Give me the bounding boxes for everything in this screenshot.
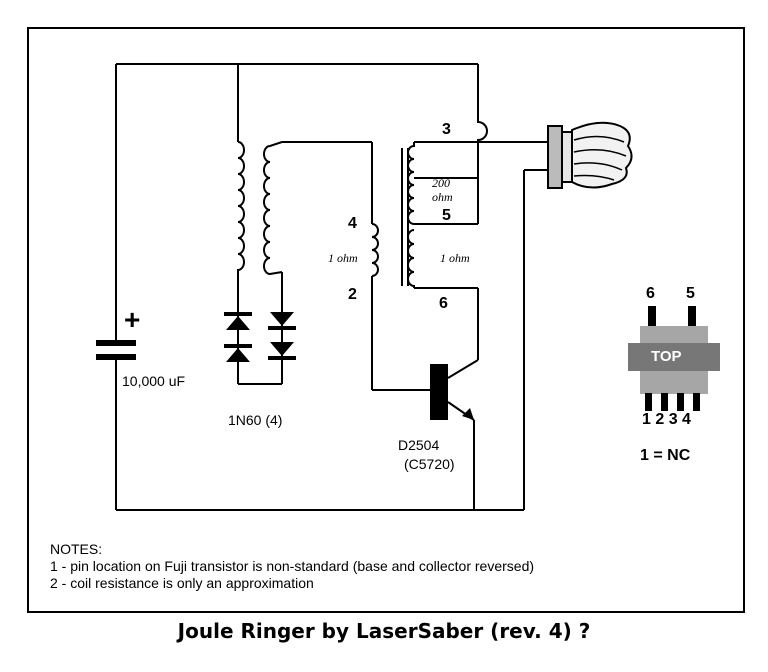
notes-block: NOTES: 1 - pin location on Fuji transist… (50, 541, 534, 592)
pin-label-5: 5 (442, 207, 451, 224)
pinout-top-pin-5: 5 (686, 285, 695, 302)
note-item-2: 2 - coil resistance is only an approxima… (50, 575, 314, 591)
transistor-alt-label: (C5720) (404, 456, 455, 472)
capacitor-value: 10,000 uF (122, 373, 186, 389)
resistance-200ohm: 200 ohm (432, 176, 453, 204)
pin-label-6: 6 (439, 295, 448, 312)
pin-label-4: 4 (348, 215, 357, 232)
resistance-base-1ohm: 1 ohm (328, 251, 358, 265)
transistor-label: D2504 (398, 437, 440, 453)
capacitor (96, 340, 136, 360)
wiring (115, 63, 548, 511)
diode-label: 1N60 (4) (228, 412, 283, 428)
coil-base-1ohm (371, 223, 379, 277)
coil-left-outer (237, 141, 245, 272)
cfl-bulb (547, 121, 633, 189)
diagram-border (27, 27, 745, 613)
coil-secondary-200ohm (407, 142, 415, 225)
diode-string-right (268, 312, 296, 360)
resistance-secondary-1ohm: 1 ohm (440, 251, 470, 265)
pinout-top-pin-6: 6 (646, 285, 655, 302)
pin-label-2: 2 (348, 286, 357, 303)
pinout-drawing (628, 306, 720, 411)
capacitor-polarity: + (124, 304, 141, 335)
coil-secondary-1ohm (407, 229, 415, 288)
page-title: Joule Ringer by LaserSaber (rev. 4) ? (177, 619, 591, 643)
pinout-bottom-pins: 1 2 3 4 (642, 411, 691, 428)
diode-string-left (224, 312, 252, 362)
notes-heading: NOTES: (50, 541, 103, 557)
note-item-1: 1 - pin location on Fuji transistor is n… (50, 558, 535, 574)
pinout-chip-label: TOP (651, 348, 682, 365)
pinout-nc-note: 1 = NC (640, 447, 691, 464)
pin-label-3: 3 (442, 121, 451, 138)
coil-left-inner (263, 141, 283, 276)
transistor-symbol (430, 364, 474, 420)
